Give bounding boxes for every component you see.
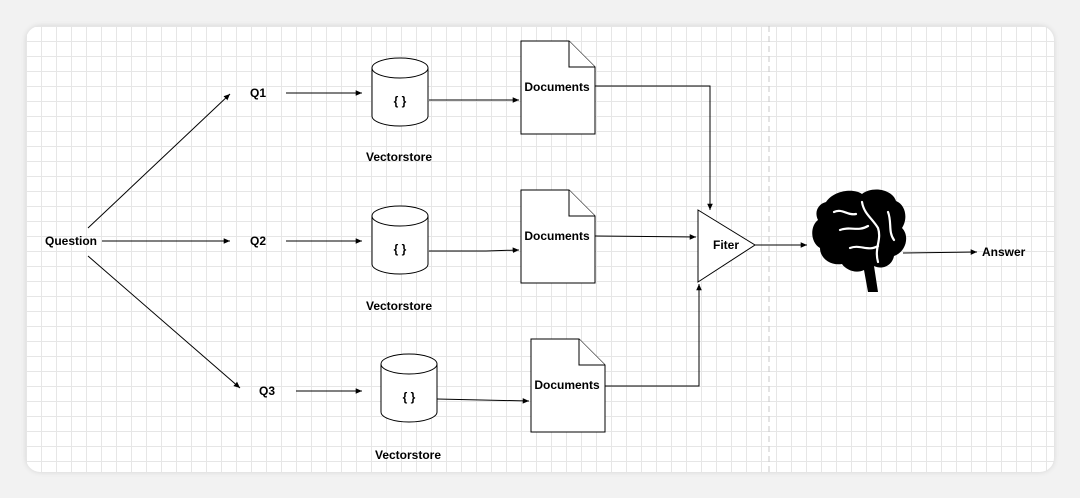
q1-label: Q1 xyxy=(250,86,266,100)
diagram-canvas: { } { } { } Documents Documents Document… xyxy=(26,26,1054,472)
documents-label: Documents xyxy=(524,80,590,94)
filter-node: Fiter xyxy=(697,209,756,283)
flow-diagram: { } { } { } Documents Documents Document… xyxy=(45,26,1026,472)
vectorstore-2-label: Vectorstore xyxy=(366,299,432,313)
arrow-store2-to-docs xyxy=(429,247,520,253)
vectorstore-3-label: Vectorstore xyxy=(375,448,441,462)
arrow-question-to-q1 xyxy=(87,93,231,229)
vectorstore-1-label: Vectorstore xyxy=(366,150,432,164)
q2-label: Q2 xyxy=(250,234,266,248)
vectorstore-2: { } xyxy=(371,205,429,275)
vectorstore-icon-text: { } xyxy=(403,390,416,404)
vectorstore-icon-text: { } xyxy=(394,94,407,108)
documents-1: Documents xyxy=(520,40,596,135)
arrow-store3-to-docs xyxy=(436,398,530,404)
question-label: Question xyxy=(45,234,97,248)
arrow-docs2-to-filter xyxy=(594,234,697,240)
arrow-docs1-to-filter xyxy=(595,85,713,210)
brain-icon xyxy=(812,189,907,292)
filter-label: Fiter xyxy=(713,238,739,252)
q3-label: Q3 xyxy=(259,384,275,398)
arrow-docs3-to-filter xyxy=(605,284,702,387)
vectorstore-3: { } xyxy=(380,353,438,423)
arrow-question-to-q3 xyxy=(87,255,241,389)
arrow-model-to-answer xyxy=(902,249,978,255)
documents-label: Documents xyxy=(524,229,590,243)
answer-label: Answer xyxy=(982,245,1026,259)
documents-2: Documents xyxy=(520,189,596,284)
vectorstore-1: { } xyxy=(371,57,429,127)
documents-3: Documents xyxy=(530,338,606,433)
vectorstore-icon-text: { } xyxy=(394,242,407,256)
documents-label: Documents xyxy=(534,378,600,392)
